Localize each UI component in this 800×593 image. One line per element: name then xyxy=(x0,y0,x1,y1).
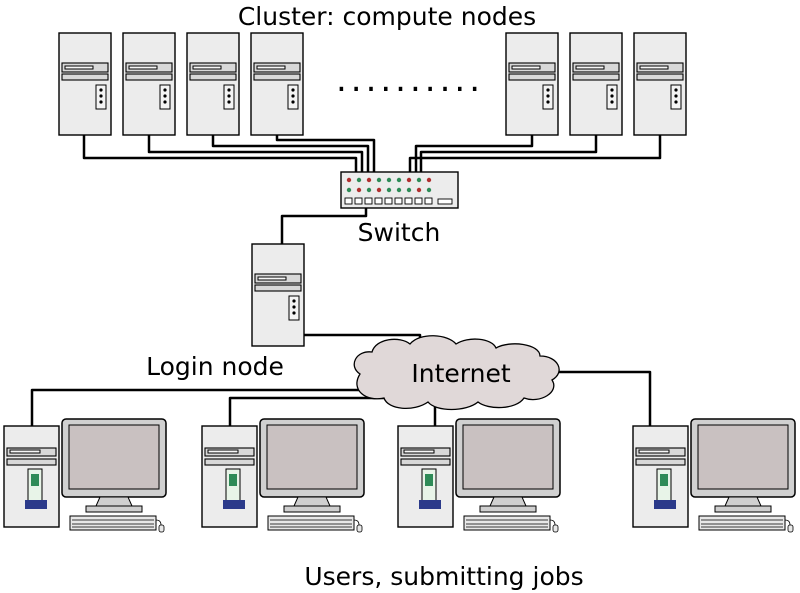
switch-ports xyxy=(344,197,453,205)
compute-node xyxy=(505,32,559,136)
compute-wires xyxy=(82,135,662,172)
compute-node xyxy=(186,32,240,136)
ellipsis-dots: .......... xyxy=(336,60,484,100)
user-monitor xyxy=(61,418,167,533)
compute-node xyxy=(58,32,112,136)
user-workstation xyxy=(632,418,796,533)
user-tower xyxy=(632,425,689,528)
switch-label: Switch xyxy=(358,218,441,247)
user-monitor xyxy=(690,418,796,533)
user-workstation xyxy=(397,418,561,533)
user-tower xyxy=(397,425,454,528)
switch-leds xyxy=(346,177,432,193)
cluster-label: Cluster: compute nodes xyxy=(238,2,536,31)
compute-node xyxy=(250,32,304,136)
internet-cloud xyxy=(353,335,560,411)
user-tower xyxy=(3,425,60,528)
users-label: Users, submitting jobs xyxy=(304,562,583,591)
user-monitor xyxy=(259,418,365,533)
compute-node xyxy=(633,32,687,136)
compute-node xyxy=(569,32,623,136)
login-node xyxy=(251,243,305,347)
compute-node xyxy=(122,32,176,136)
internet-label: Internet xyxy=(411,359,510,388)
login-node-label: Login node xyxy=(146,352,284,381)
user-tower xyxy=(201,425,258,528)
user-monitor xyxy=(455,418,561,533)
switch-device xyxy=(340,171,459,209)
network-wires xyxy=(30,207,652,426)
user-workstation xyxy=(201,418,365,533)
user-workstation xyxy=(3,418,167,533)
